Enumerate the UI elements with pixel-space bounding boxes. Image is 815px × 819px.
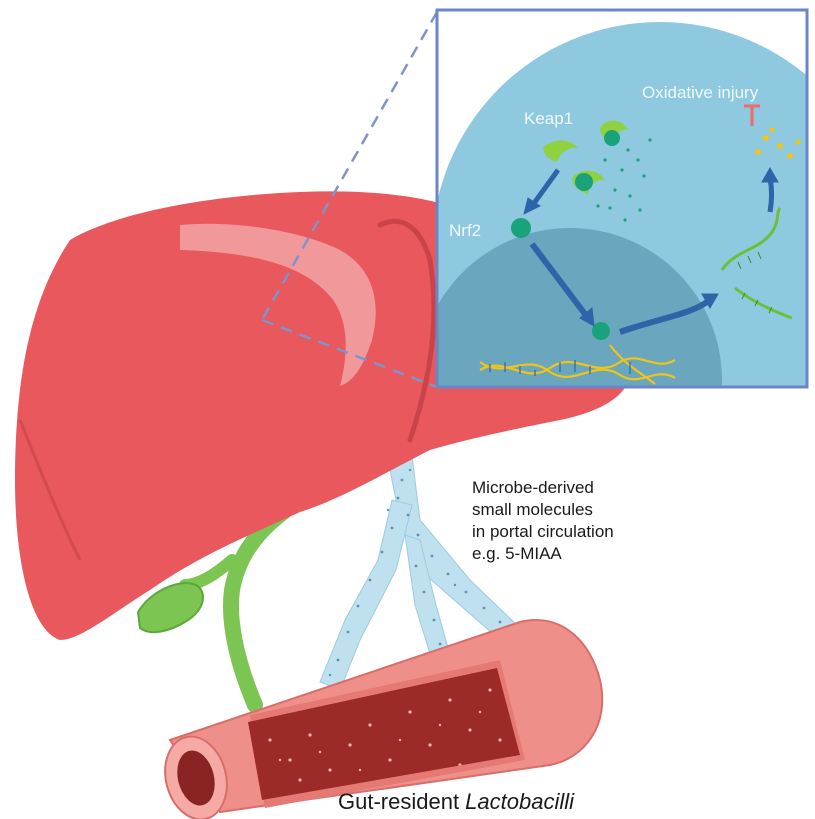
nrf2-nuclear bbox=[592, 322, 610, 340]
nrf2-protein bbox=[511, 218, 531, 238]
caption-line: small molecules bbox=[472, 499, 672, 521]
gut-caption-prefix: Gut-resident bbox=[338, 789, 465, 814]
oxidative-injury-label: Oxidative injury bbox=[642, 83, 759, 102]
gut-caption: Gut-resident Lactobacilli bbox=[338, 789, 574, 815]
inset-panel: Keap1 Nrf2 Oxidative injury bbox=[418, 10, 815, 532]
portal-circulation-caption: Microbe-derived small molecules in porta… bbox=[472, 477, 672, 565]
nrf2-label: Nrf2 bbox=[449, 221, 481, 240]
caption-line: e.g. 5-MIAA bbox=[472, 543, 672, 565]
caption-line: Microbe-derived bbox=[472, 477, 672, 499]
gut-caption-genus: Lactobacilli bbox=[465, 789, 574, 814]
keap1-label: Keap1 bbox=[524, 109, 573, 128]
caption-line: in portal circulation bbox=[472, 521, 672, 543]
